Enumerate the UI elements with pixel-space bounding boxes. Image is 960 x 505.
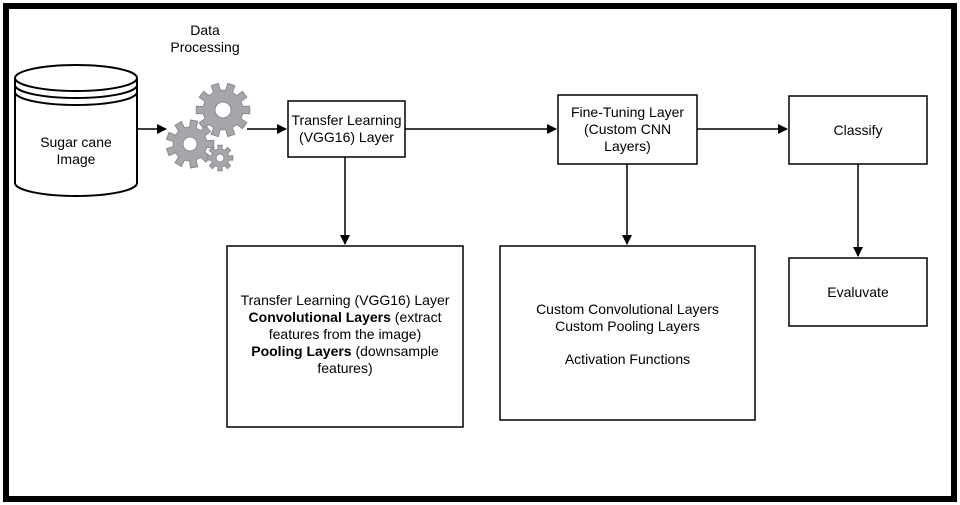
database-label-line-1: Sugar cane: [40, 134, 112, 150]
data-processing-label: Data Processing: [150, 22, 260, 56]
transfer-detail-box: [226, 245, 464, 428]
gear-large-icon: [195, 82, 251, 138]
evaluate-label: Evaluvate: [789, 258, 927, 326]
conv-layers-rest: (extract: [390, 309, 442, 325]
classify-box: [788, 95, 928, 165]
evaluate-label-text: Evaluvate: [827, 283, 889, 300]
gear-small-icon: [206, 144, 234, 172]
finetune-label-line-3: Layers): [604, 138, 651, 154]
pool-layers-rest: (downsample: [351, 343, 439, 359]
finetune-detail-line-3: Activation Functions: [564, 351, 691, 367]
outer-border: [3, 3, 957, 502]
fine-tuning-label: Fine-Tuning Layer (Custom CNN Layers): [558, 95, 697, 164]
finetune-label-line-1: Fine-Tuning Layer: [570, 104, 685, 120]
transfer-detail-line-2: Convolutional Layers (extract: [249, 309, 442, 326]
finetune-detail-line-2: Custom Pooling Layers: [555, 318, 700, 334]
transfer-detail-line-1: Transfer Learning (VGG16) Layer: [240, 292, 450, 308]
data-processing-line-2: Processing: [170, 39, 240, 55]
transfer-label-line-2: (VGG16) Layer: [299, 129, 394, 145]
transfer-learning-box: [287, 100, 406, 158]
classify-label-text: Classify: [833, 121, 883, 138]
database-label: Sugar cane Image: [20, 134, 132, 168]
transfer-detail-line-3: features from the image): [268, 326, 422, 342]
gear-medium-icon: [165, 119, 215, 169]
transfer-detail-line-5: features): [317, 360, 373, 376]
transfer-learning-label: Transfer Learning (VGG16) Layer: [288, 101, 405, 157]
finetune-detail-line-1: Custom Convolutional Layers: [536, 301, 719, 317]
database-icon: [14, 64, 138, 197]
conv-layers-bold: Convolutional Layers: [248, 309, 391, 325]
pool-layers-bold: Pooling Layers: [251, 343, 352, 359]
database-label-line-2: Image: [56, 151, 96, 167]
fine-tuning-detail-box: [499, 245, 756, 421]
fine-tuning-box: [557, 94, 698, 165]
transfer-label-line-1: Transfer Learning: [291, 112, 402, 128]
finetune-label-line-2: (Custom CNN: [583, 121, 672, 137]
evaluate-box: [788, 257, 928, 327]
transfer-detail-text: Transfer Learning (VGG16) Layer Convolut…: [227, 292, 463, 382]
transfer-detail-line-4: Pooling Layers (downsample: [251, 343, 439, 360]
fine-tuning-detail-text: Custom Convolutional Layers Custom Pooli…: [500, 301, 755, 371]
gears-icon: [165, 82, 251, 172]
data-processing-line-1: Data: [190, 22, 220, 38]
classify-label: Classify: [789, 96, 927, 164]
